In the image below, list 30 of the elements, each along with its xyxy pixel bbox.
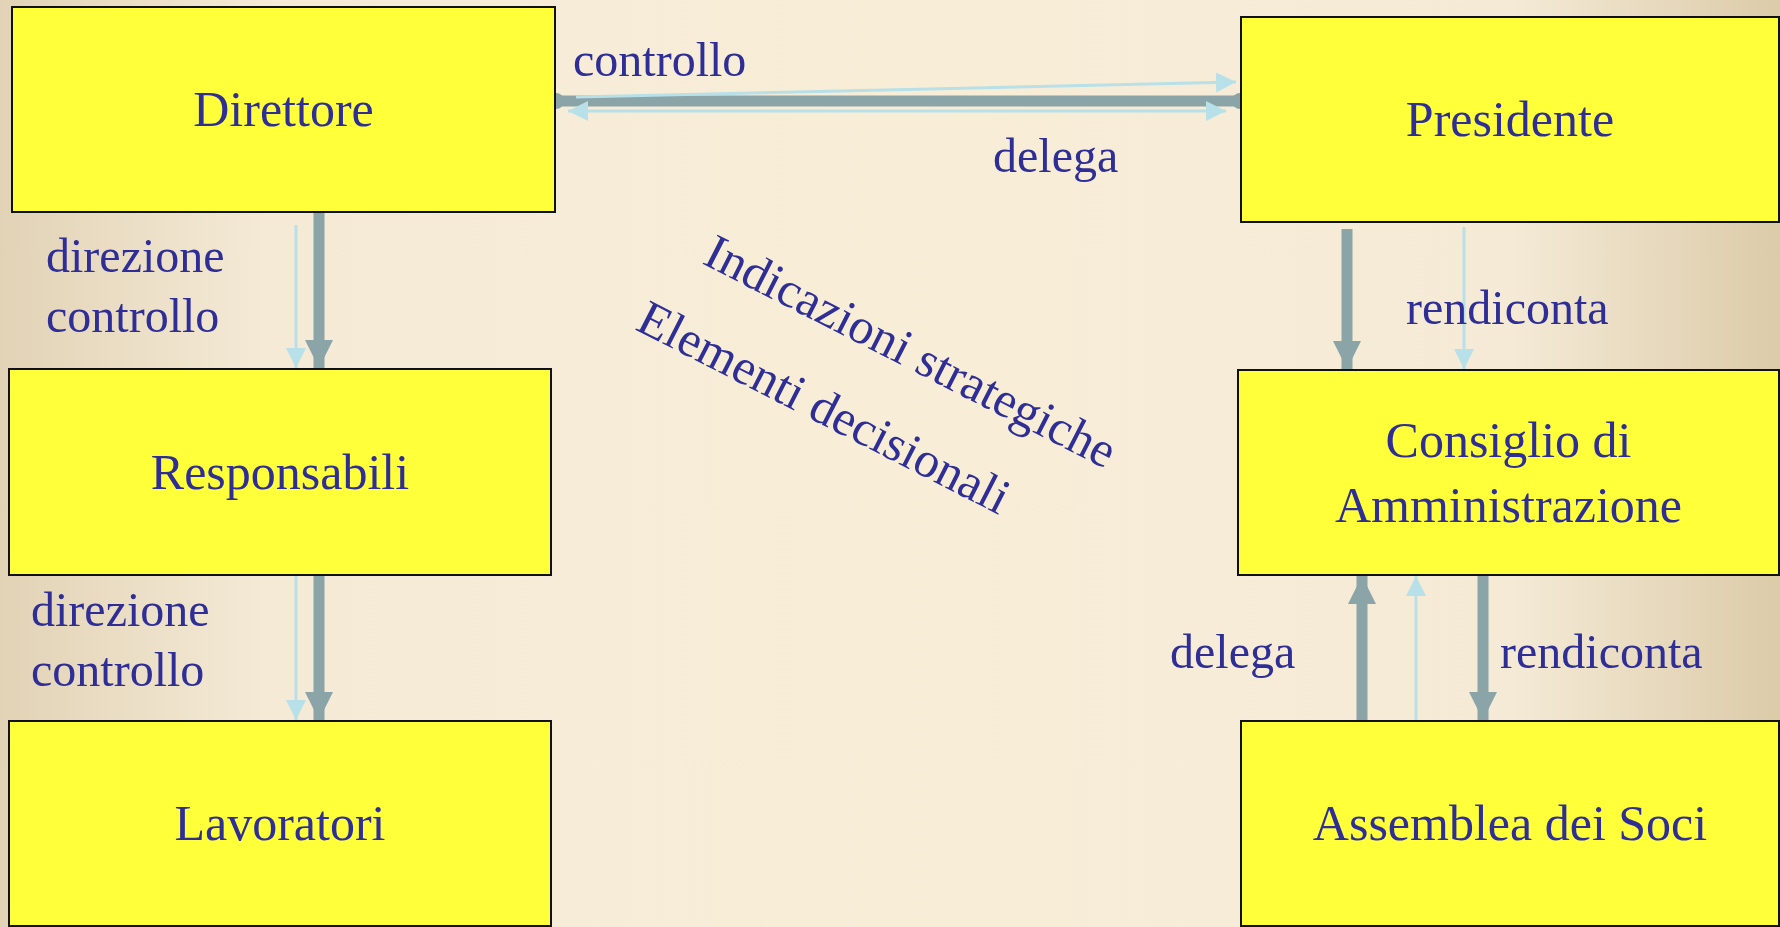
arrow <box>1454 227 1474 369</box>
edge-label: direzione controllo <box>46 228 226 344</box>
arrow <box>1333 229 1361 369</box>
arrow <box>305 213 333 368</box>
edge-label: rendiconta <box>1406 280 1610 336</box>
process-box <box>1240 16 1780 223</box>
process-box <box>8 368 552 576</box>
process-box <box>8 720 552 927</box>
arrow <box>1348 576 1376 720</box>
arrow <box>1469 576 1497 720</box>
arrow <box>286 576 306 720</box>
arrow <box>568 101 1226 121</box>
arrow <box>305 576 333 720</box>
box-label: Responsabili <box>150 442 410 502</box>
arrow <box>286 225 306 368</box>
edge-label: controllo <box>573 32 747 88</box>
box-label: Direttore <box>193 80 374 139</box>
edge-label: delega <box>1170 624 1296 680</box>
edge-label: delega <box>993 128 1119 184</box>
process-box <box>1237 369 1780 576</box>
edge-label: direzione controllo <box>31 582 211 698</box>
arrow <box>1406 576 1426 720</box>
box-label: Lavoratori <box>174 794 386 853</box>
arrow <box>575 72 1237 99</box>
edge-label: rendiconta <box>1500 624 1703 680</box>
box-label: Consiglio di Amministrazione <box>1333 410 1684 535</box>
process-box <box>11 6 556 213</box>
box-label: Presidente <box>1405 90 1615 149</box>
box-label: Assemblea dei Soci <box>1312 794 1708 853</box>
process-box <box>1240 720 1780 927</box>
